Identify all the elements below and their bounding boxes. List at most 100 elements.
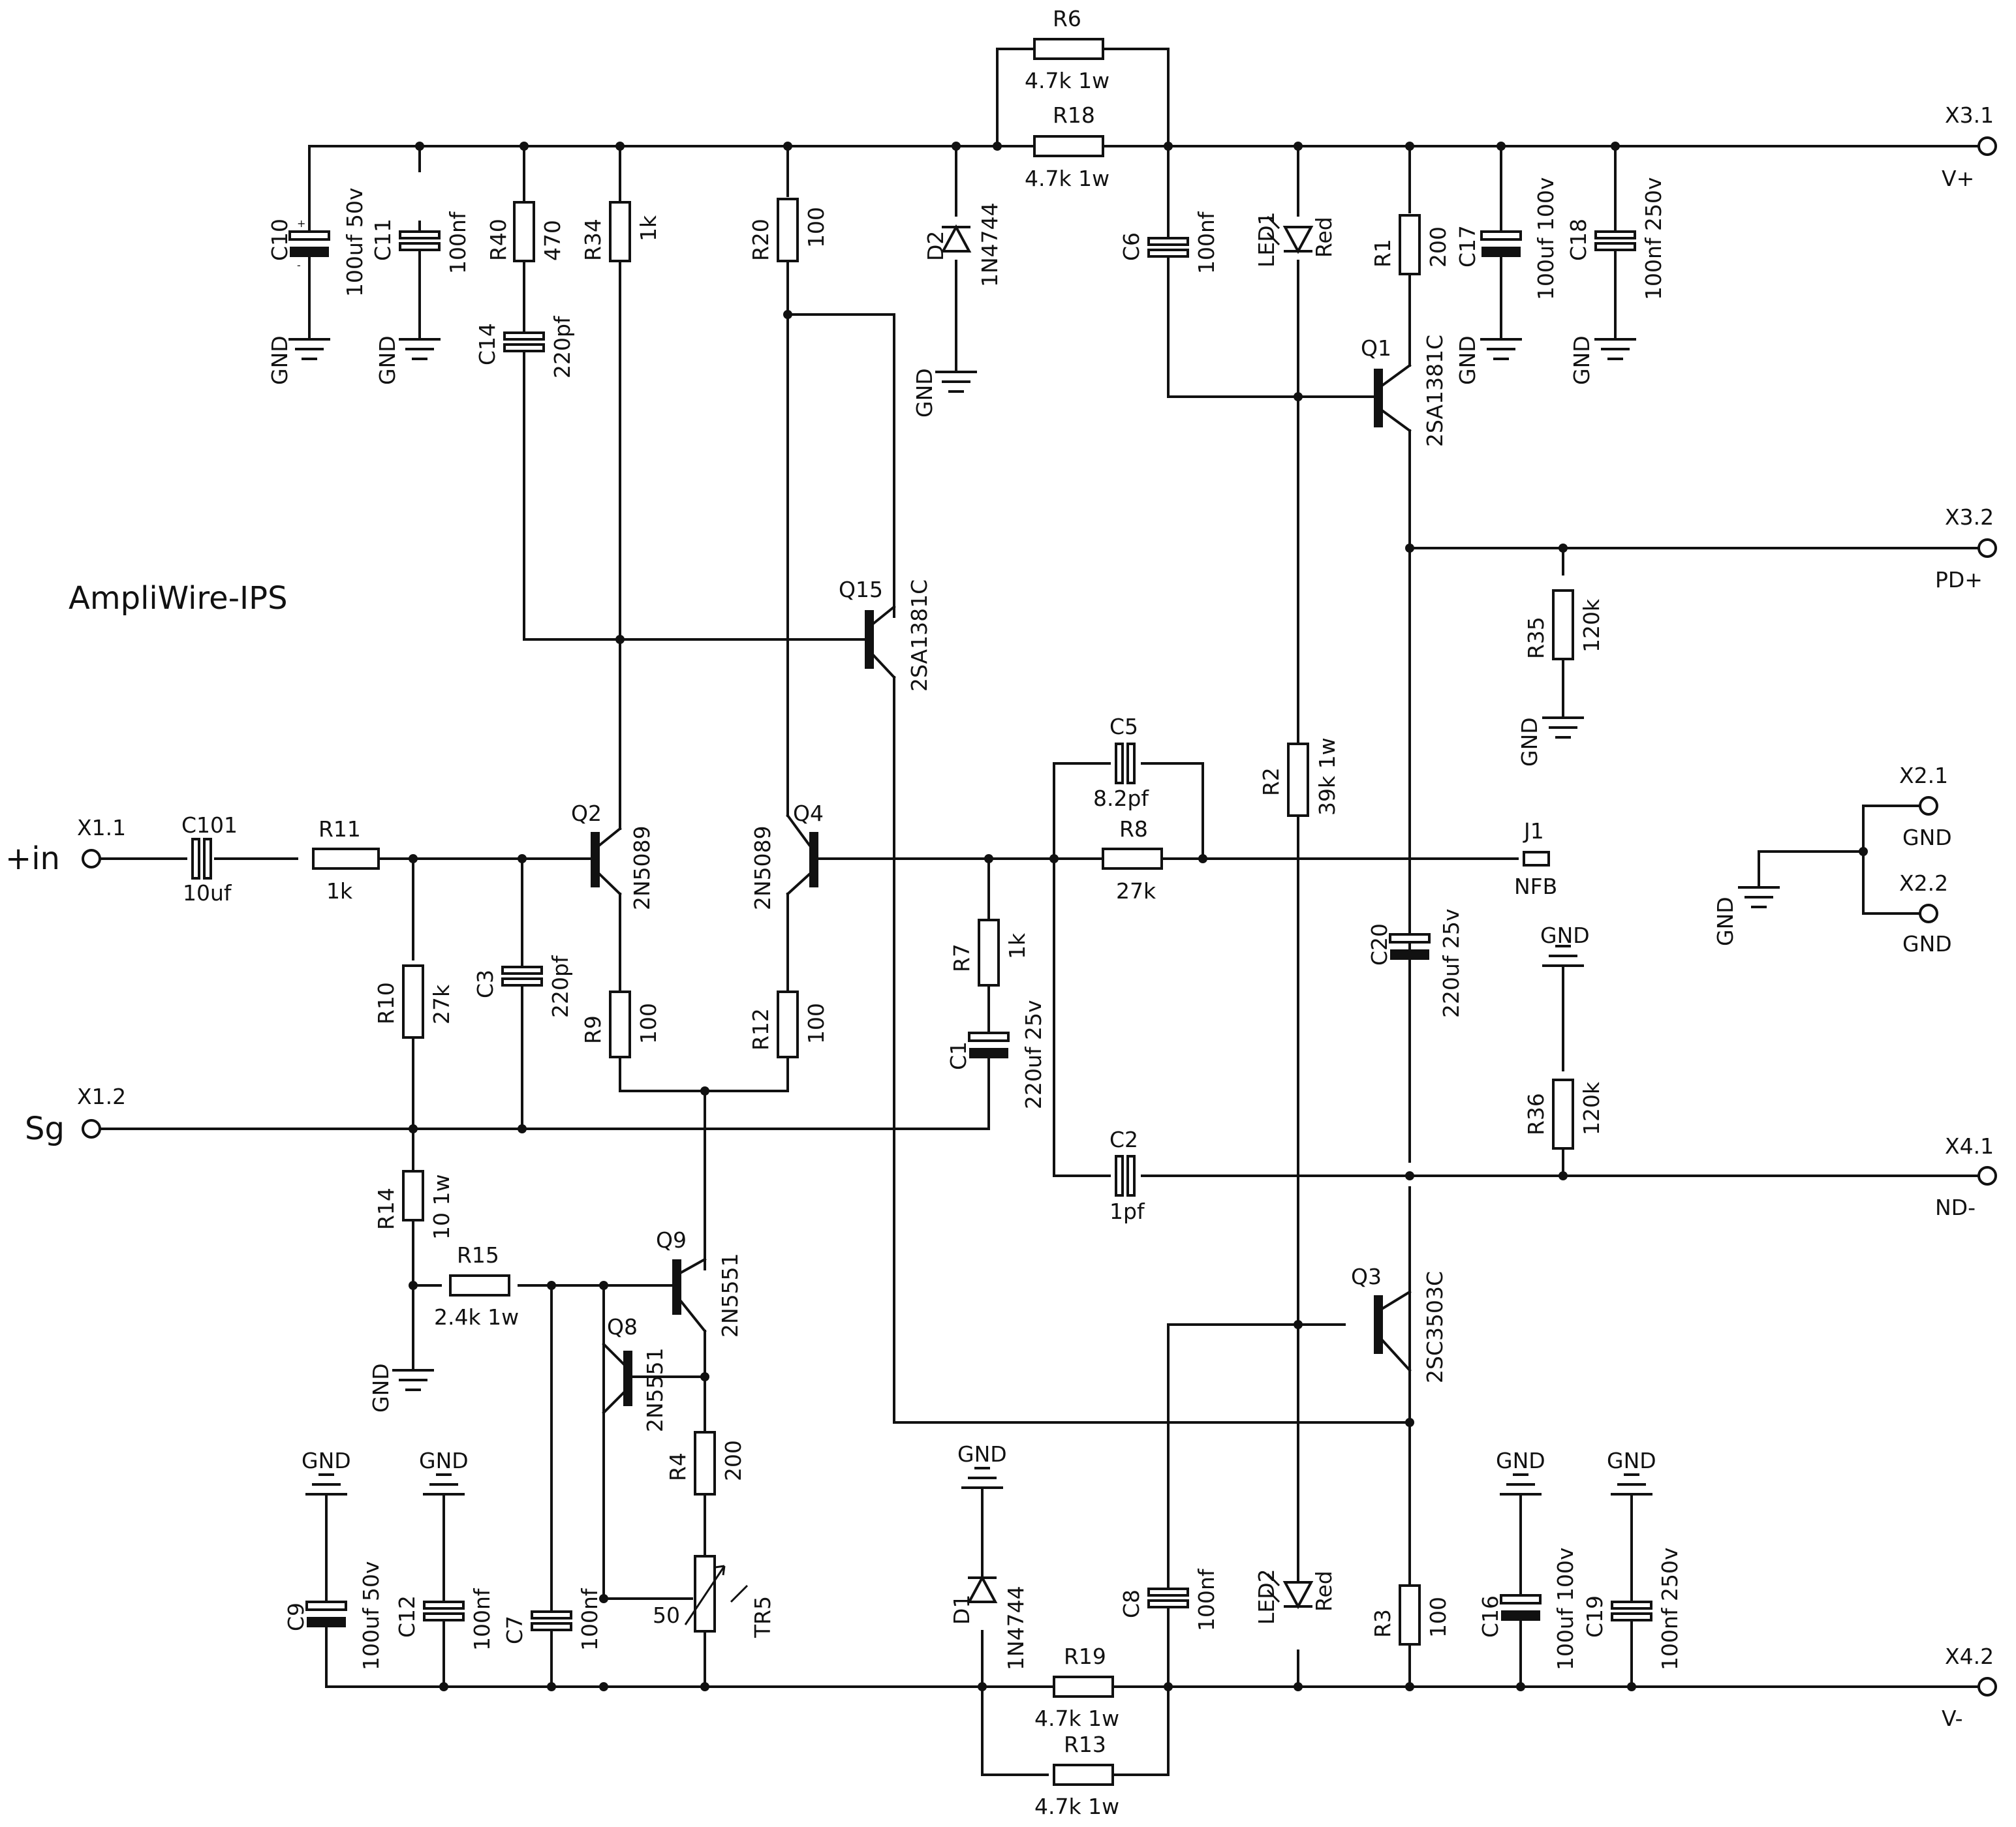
svg-text:-: - [297, 259, 301, 271]
gnd-label: GND [1517, 717, 1542, 767]
capacitor-c6[interactable]: C6 100nf [1119, 211, 1219, 274]
connector-label: GND [1902, 825, 1952, 850]
resistor-r15[interactable]: R15 2.4k 1w [434, 1242, 519, 1330]
value-label: 50 [653, 1603, 680, 1628]
value-label: 100nf 250v [1657, 1547, 1683, 1670]
connector-x3-2[interactable]: X3.2 PD+ [1935, 504, 1997, 592]
connector-ref: X3.2 [1945, 504, 1994, 530]
capacitor-c12[interactable]: C12 100nf [394, 1578, 495, 1651]
capacitor-c5[interactable]: C5 8.2pf [1093, 714, 1149, 811]
resistor-r20[interactable]: R20 100 [748, 198, 829, 262]
ref-label: R3 [1370, 1609, 1395, 1638]
connector-label: GND [1902, 931, 1952, 957]
led1[interactable]: LED1 Red [1254, 211, 1337, 268]
connector-x1-1[interactable]: +in X1.1 [5, 815, 126, 877]
ref-label: C12 [394, 1595, 420, 1638]
ref-label: R6 [1053, 6, 1081, 31]
zener-d1[interactable]: D1 1N4744 [949, 1574, 1029, 1670]
ref-label: C10 [267, 219, 292, 261]
resistor-r10[interactable]: R10 27k [373, 964, 454, 1039]
transistor-q8[interactable]: Q8 2N5551 [602, 1314, 706, 1432]
ref-label: R1 [1370, 239, 1395, 268]
resistor-r12[interactable]: R12 100 [748, 990, 829, 1058]
resistor-r14[interactable]: R14 10 1w [373, 1170, 454, 1240]
capacitor-c20[interactable]: C20 220uf 25v [1367, 908, 1464, 1018]
gnd-label: GND [1540, 923, 1590, 948]
resistor-r8[interactable]: R8 27k [1102, 816, 1163, 904]
capacitor-c16[interactable]: C16 100uf 100v [1478, 1547, 1578, 1670]
capacitor-c8[interactable]: C8 100nf [1119, 1568, 1219, 1688]
resistor-r19[interactable]: R19 4.7k 1w [1034, 1644, 1119, 1731]
ref-label: C11 [370, 219, 395, 261]
value-label: 4.7k 1w [1025, 68, 1109, 93]
transistor-q1[interactable]: Q1 2SA1381C [1343, 335, 1448, 447]
connector-label: V+ [1942, 166, 1974, 191]
zener-d2[interactable]: D2 1N4744 [923, 202, 1002, 287]
connector-x2-1[interactable]: X2.1 GND [1899, 763, 1952, 850]
value-label: 2SA1381C [1422, 335, 1448, 447]
value-label: 100nf [445, 211, 471, 274]
ref-label: C7 [502, 1616, 527, 1644]
connector-j1[interactable]: J1 NFB [1514, 818, 1557, 899]
value-label: 27k [1116, 878, 1156, 904]
gnd-label: GND [1607, 1448, 1656, 1473]
ground-labels: GND GND GND GND GND GND GND GND GND GND … [267, 335, 1738, 1473]
resistor-r40[interactable]: R40 470 [486, 201, 565, 262]
connector-x3-1[interactable]: X3.1 V+ [1942, 102, 1997, 191]
ref-label: C18 [1566, 219, 1591, 261]
wires [100, 48, 1979, 1776]
capacitor-c17[interactable]: C17 100uf 100v [1455, 177, 1559, 300]
resistor-r36[interactable]: R36 120k [1523, 1079, 1604, 1150]
resistor-r18[interactable]: R18 4.7k 1w [1025, 102, 1109, 191]
resistor-r1[interactable]: R1 200 [1370, 214, 1451, 275]
value-label: 220uf 25v [1438, 908, 1464, 1018]
capacitor-c9[interactable]: C9 100uf 50v [283, 1561, 384, 1670]
capacitor-c101[interactable]: C101 10uf [181, 812, 238, 906]
connector-ref: J1 [1523, 818, 1544, 844]
connector-x4-2[interactable]: X4.2 V- [1942, 1644, 1997, 1731]
resistor-r13[interactable]: R13 4.7k 1w [1034, 1732, 1119, 1819]
led2[interactable]: LED2 Red [1254, 1569, 1337, 1625]
gnd-label: GND [1455, 335, 1480, 385]
ref-label: Q1 [1361, 335, 1391, 361]
capacitor-c19[interactable]: C19 100nf 250v [1582, 1547, 1683, 1670]
value-label: 220uf 25v [1021, 1000, 1046, 1109]
resistor-r4[interactable]: R4 200 [665, 1431, 746, 1496]
transistor-q3[interactable]: Q3 2SC3503C [1351, 1264, 1448, 1383]
value-label: Red [1311, 217, 1337, 258]
transistor-q4[interactable]: Q4 2N5089 [750, 801, 824, 910]
ref-label: R34 [580, 219, 606, 261]
connector-x1-2[interactable]: Sg X1.2 [25, 1084, 126, 1147]
ref-label: C17 [1455, 225, 1480, 268]
connector-x2-2[interactable]: X2.2 GND [1899, 870, 1952, 957]
ref-label: C5 [1109, 714, 1138, 739]
resistor-r9[interactable]: R9 100 [580, 990, 661, 1058]
connector-label: Sg [25, 1111, 65, 1147]
transistor-q15[interactable]: Q15 2SA1381C [839, 577, 932, 692]
trimmer-tr5[interactable]: 50 TR5 [653, 1555, 775, 1638]
gnd-label: GND [302, 1448, 351, 1473]
gnd-label: GND [267, 335, 292, 385]
capacitor-c3[interactable]: C3 220pf [473, 948, 573, 1018]
ref-label: R8 [1119, 816, 1148, 842]
resistor-r6[interactable]: R6 4.7k 1w [1025, 6, 1109, 93]
ref-label: Q3 [1351, 1264, 1382, 1289]
transistor-q9[interactable]: Q9 2N5551 [602, 1227, 743, 1338]
capacitor-c7[interactable]: C7 100nf [502, 1588, 602, 1651]
resistor-r3[interactable]: R3 100 [1370, 1584, 1451, 1646]
transistor-q2[interactable]: Q2 2N5089 [571, 801, 655, 910]
capacitor-c2[interactable]: C2 1pf [1109, 1127, 1145, 1224]
capacitor-c18[interactable]: C18 100nf 250v [1566, 177, 1666, 300]
capacitor-c10[interactable]: +- C10 100uf 50v [267, 170, 367, 297]
ref-label: Q9 [656, 1227, 687, 1253]
resistor-r35[interactable]: R35 120k [1523, 589, 1604, 660]
resistor-r11[interactable]: R11 1k [312, 816, 380, 904]
capacitor-c14[interactable]: C14 220pf [474, 315, 575, 378]
resistor-r7[interactable]: R7 1k [949, 919, 1030, 987]
capacitor-c11[interactable]: C11 100nf [370, 211, 471, 274]
ref-label: D1 [949, 1595, 974, 1625]
capacitor-c1[interactable]: C1 220uf 25v [946, 984, 1046, 1109]
resistor-r2[interactable]: R2 39k 1w [1258, 737, 1340, 817]
resistor-r34[interactable]: R34 1k [580, 201, 661, 262]
connector-x4-1[interactable]: X4.1 ND- [1935, 1133, 1997, 1220]
